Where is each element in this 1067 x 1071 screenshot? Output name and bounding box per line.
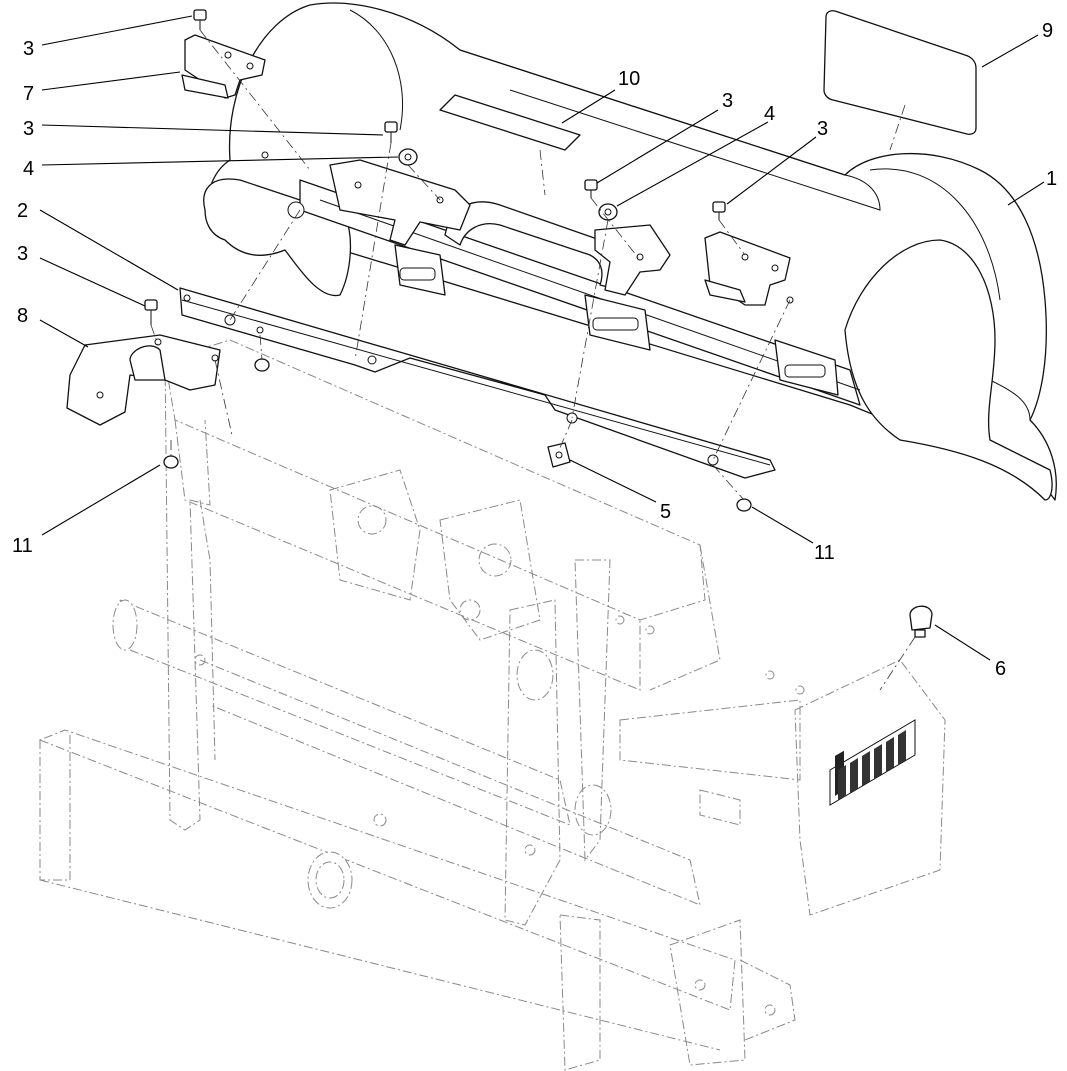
knob-part-6 bbox=[909, 605, 933, 638]
callout-3: 3 bbox=[23, 38, 34, 60]
callout-labels: 3 7 3 4 2 3 8 11 10 3 4 3 9 1 5 11 6 bbox=[12, 20, 1057, 680]
bracket-part-7 bbox=[181, 34, 266, 99]
callout-6: 6 bbox=[995, 658, 1006, 680]
bolt-part-3-c bbox=[584, 179, 598, 198]
callout-10: 10 bbox=[618, 68, 640, 90]
callout-3: 3 bbox=[23, 118, 34, 140]
assembly-centerlines bbox=[150, 29, 916, 691]
nut-part-11-b bbox=[736, 498, 752, 512]
bracket-part-8 bbox=[66, 334, 221, 426]
callout-11: 11 bbox=[12, 535, 33, 557]
leader-lines bbox=[39, 15, 1045, 661]
callout-9: 9 bbox=[1042, 20, 1053, 42]
callout-8: 8 bbox=[17, 305, 28, 327]
callout-5: 5 bbox=[660, 501, 671, 523]
callout-7: 7 bbox=[23, 83, 34, 105]
support-bar-part-2 bbox=[179, 287, 776, 479]
bolt-part-3-b bbox=[384, 121, 398, 143]
callout-4: 4 bbox=[764, 103, 775, 125]
label-part-10 bbox=[439, 94, 581, 151]
bolt-part-3-e bbox=[144, 299, 158, 325]
callout-4: 4 bbox=[23, 158, 34, 180]
nut-part-11-c bbox=[254, 358, 270, 372]
washer-part-4-b bbox=[598, 203, 618, 221]
nut-part-11-a bbox=[163, 455, 179, 469]
machine-frame-phantom bbox=[38, 339, 946, 1071]
decal-part-9 bbox=[823, 10, 977, 135]
bracket-mid bbox=[594, 224, 671, 296]
callout-3: 3 bbox=[722, 90, 733, 112]
bolt-part-3-d bbox=[712, 201, 726, 220]
washer-part-4-a bbox=[398, 148, 418, 166]
callout-3: 3 bbox=[817, 118, 828, 140]
callout-11: 11 bbox=[814, 542, 835, 564]
bracket-right bbox=[704, 231, 791, 306]
warning-decal bbox=[829, 719, 916, 806]
callout-3: 3 bbox=[17, 243, 28, 265]
clip-nut-part-5 bbox=[547, 442, 571, 468]
callout-1: 1 bbox=[1046, 168, 1057, 190]
bolt-part-3-a bbox=[193, 9, 207, 30]
callout-2: 2 bbox=[17, 200, 28, 222]
